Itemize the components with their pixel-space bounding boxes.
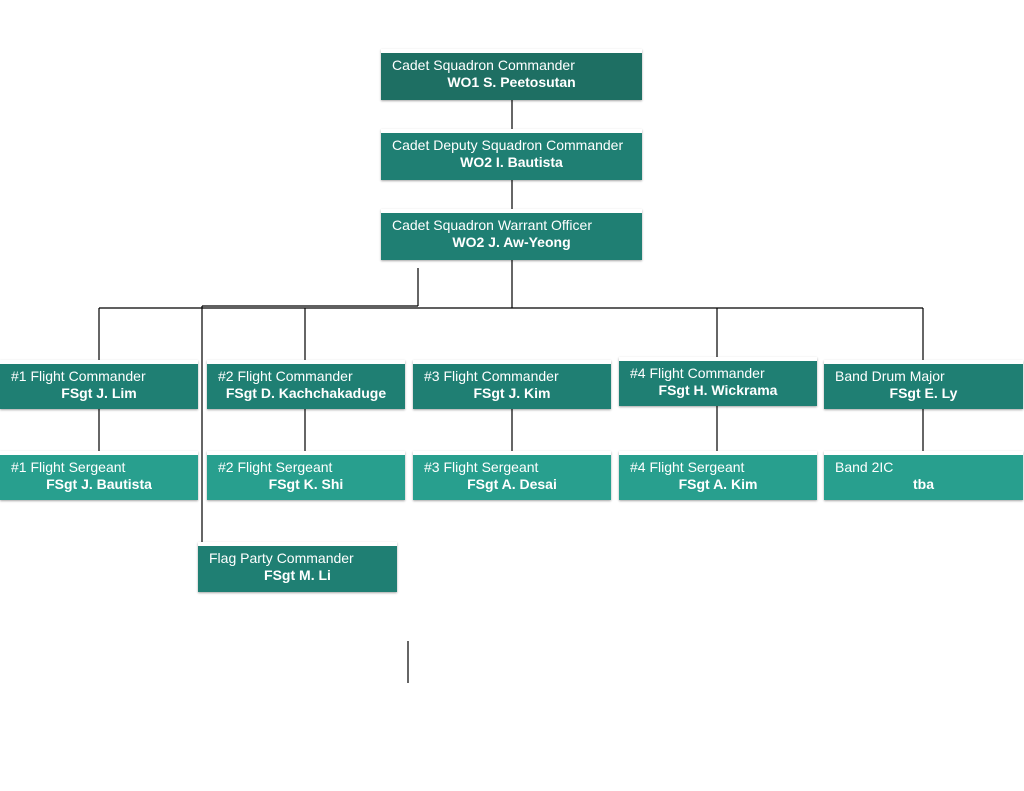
node-role: #2 Flight Sergeant	[218, 459, 333, 475]
node-role: Cadet Squadron Warrant Officer	[392, 217, 592, 233]
node-role: Cadet Squadron Commander	[392, 57, 575, 73]
node-squadron-warrant-officer: Cadet Squadron Warrant Officer WO2 J. Aw…	[381, 209, 642, 260]
node-name: FSgt J. Lim	[61, 385, 137, 401]
node-role: #1 Flight Sergeant	[11, 459, 126, 475]
node-squadron-commander: Cadet Squadron Commander WO1 S. Peetosut…	[381, 49, 642, 100]
node-flight2-sergeant: #2 Flight Sergeant FSgt K. Shi	[207, 451, 405, 500]
node-flight4-commander: #4 Flight Commander FSgt H. Wickrama	[619, 357, 817, 406]
node-name: FSgt J. Bautista	[46, 476, 152, 492]
node-name: FSgt E. Ly	[889, 385, 958, 401]
node-role: #2 Flight Commander	[218, 368, 353, 384]
node-flight4-sergeant: #4 Flight Sergeant FSgt A. Kim	[619, 451, 817, 500]
node-name: WO2 I. Bautista	[460, 154, 563, 170]
node-name: WO1 S. Peetosutan	[447, 74, 576, 90]
node-name: FSgt K. Shi	[268, 476, 344, 492]
node-name: WO2 J. Aw-Yeong	[452, 234, 571, 250]
node-name: FSgt D. Kachchakaduge	[225, 385, 387, 401]
node-deputy-squadron-commander: Cadet Deputy Squadron Commander WO2 I. B…	[381, 129, 642, 180]
node-role: #4 Flight Commander	[630, 365, 765, 381]
node-flag-party-commander: Flag Party Commander FSgt M. Li	[198, 542, 397, 592]
node-name: FSgt H. Wickrama	[658, 382, 778, 398]
node-name: FSgt A. Desai	[467, 476, 557, 492]
node-role: #4 Flight Sergeant	[630, 459, 745, 475]
node-flight1-sergeant: #1 Flight Sergeant FSgt J. Bautista	[0, 451, 198, 500]
node-flight2-commander: #2 Flight Commander FSgt D. Kachchakadug…	[207, 360, 405, 409]
node-name: FSgt A. Kim	[678, 476, 758, 492]
node-role: Band Drum Major	[835, 368, 945, 384]
node-role: Flag Party Commander	[209, 550, 354, 566]
node-role: #1 Flight Commander	[11, 368, 146, 384]
node-name: FSgt M. Li	[264, 567, 331, 583]
node-name: FSgt J. Kim	[473, 385, 551, 401]
node-flight3-commander: #3 Flight Commander FSgt J. Kim	[413, 360, 611, 409]
node-role: Cadet Deputy Squadron Commander	[392, 137, 624, 153]
node-role: Band 2IC	[835, 459, 894, 475]
node-role: #3 Flight Sergeant	[424, 459, 539, 475]
node-name: tba	[913, 476, 934, 492]
node-flight1-commander: #1 Flight Commander FSgt J. Lim	[0, 360, 198, 409]
node-role: #3 Flight Commander	[424, 368, 559, 384]
node-band-drum-major: Band Drum Major FSgt E. Ly	[824, 360, 1023, 409]
node-band-2ic: Band 2IC tba	[824, 451, 1023, 500]
node-flight3-sergeant: #3 Flight Sergeant FSgt A. Desai	[413, 451, 611, 500]
